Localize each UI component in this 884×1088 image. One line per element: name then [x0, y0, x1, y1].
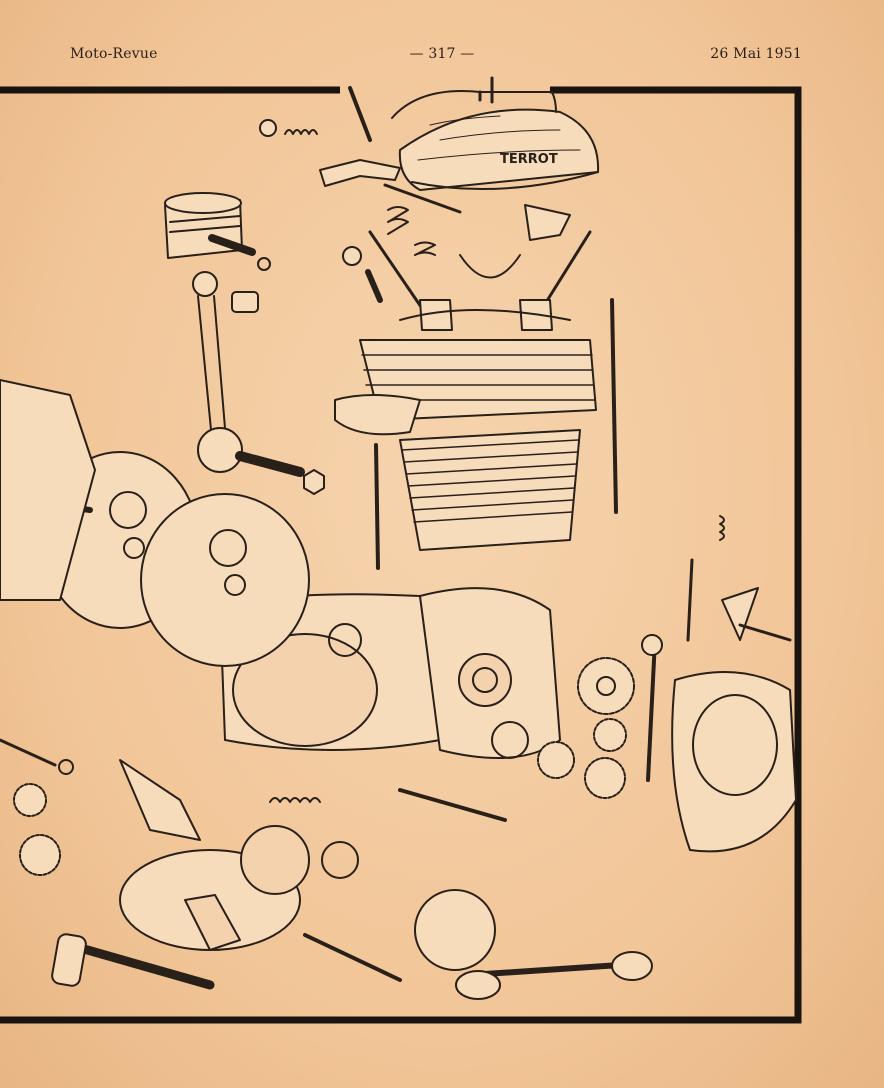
page-header: Moto-Revue — 317 — 26 Mai 1951 [0, 46, 884, 70]
gearbox-and-kickstart [0, 738, 653, 1000]
timing-gears-and-cover [537, 515, 797, 853]
publication-title: Moto-Revue [70, 46, 158, 62]
page-frame [0, 86, 802, 1024]
brand-mark: TERROT [500, 152, 558, 167]
piston-and-connecting-rod [164, 192, 325, 495]
flywheels [0, 379, 310, 667]
cylinder-head-and-barrel [334, 298, 618, 570]
publication-date: 26 Mai 1951 [710, 46, 802, 62]
page-number: — 317 — [409, 46, 475, 62]
rocker-cover: TERROT [391, 76, 600, 191]
